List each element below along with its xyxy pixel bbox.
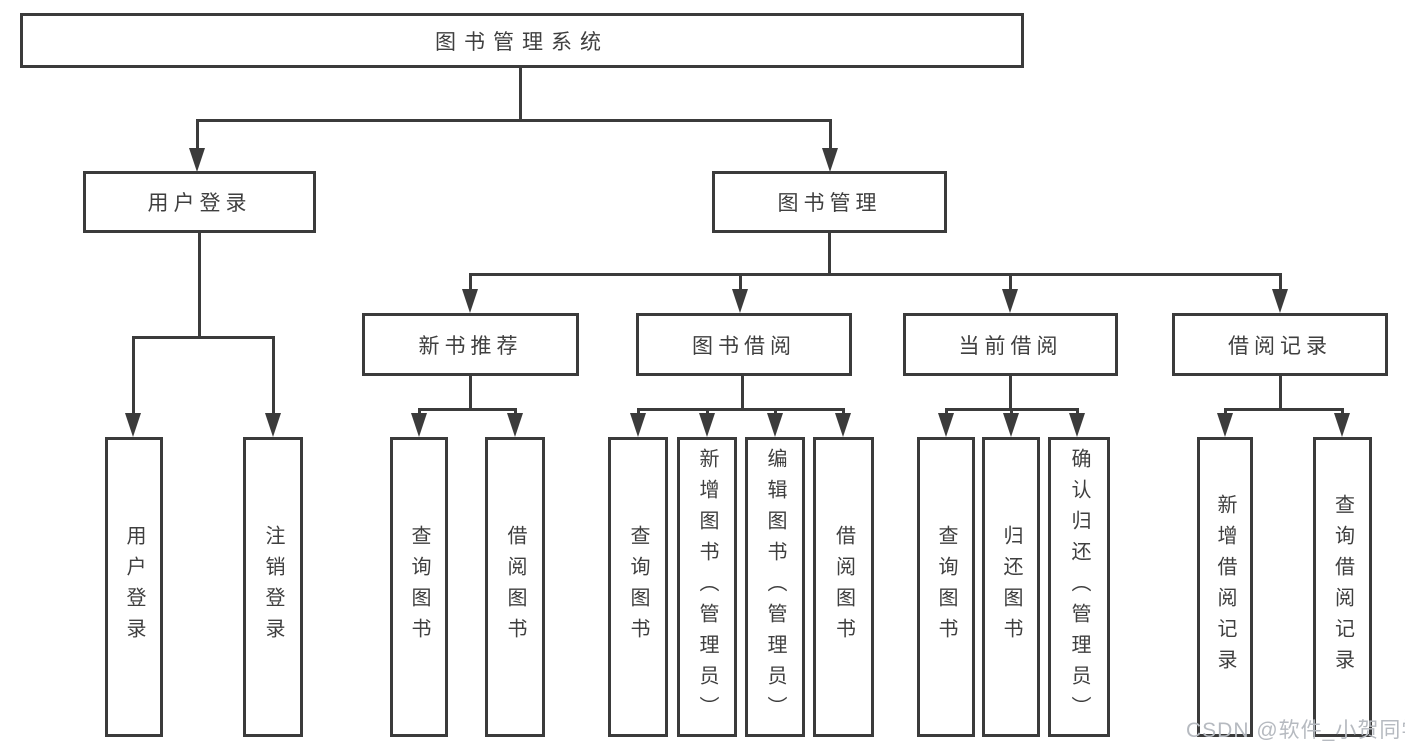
watermark: CSDN @软件_小贺同学	[1186, 719, 1405, 742]
node-leaf-query-books-2: 查询图书	[608, 437, 668, 737]
arrowhead-down-icon	[822, 148, 838, 172]
node-leaf-logout: 注销登录	[243, 437, 303, 737]
connector-borrow-vertical	[741, 376, 744, 411]
node-leaf-borrow-books-1: 借阅图书	[485, 437, 545, 737]
node-leaf-query-borrow-record: 查询借阅记录	[1313, 437, 1372, 737]
connector-stem	[272, 336, 275, 416]
node-label: 用户登录	[147, 192, 252, 215]
node-label: 图书管理	[777, 192, 882, 215]
arrowhead-down-icon	[767, 413, 783, 437]
connector-current-vertical	[1009, 376, 1012, 411]
node-book-borrow: 图书借阅	[636, 313, 852, 376]
node-leaf-query-books-3: 查询图书	[917, 437, 975, 737]
connector-stem	[469, 273, 472, 293]
node-label: 查询借阅记录	[1331, 494, 1354, 680]
arrowhead-down-icon	[265, 413, 281, 437]
connector-record-horizontal	[1224, 408, 1343, 411]
connector-bookmgmt-horizontal	[469, 273, 1282, 276]
node-label: 借阅图书	[504, 525, 526, 649]
connector-stem	[1279, 273, 1282, 293]
arrowhead-down-icon	[1069, 413, 1085, 437]
arrowhead-down-icon	[125, 413, 141, 437]
connector-userlogin-vertical	[198, 233, 201, 339]
connector-root-horizontal	[196, 119, 832, 122]
arrowhead-down-icon	[462, 289, 478, 313]
node-label: 查询图书	[935, 525, 957, 649]
node-label: 图书管理系统	[435, 30, 609, 54]
node-label: 新增图书（管理员）	[696, 447, 718, 727]
arrowhead-down-icon	[938, 413, 954, 437]
node-leaf-user-login: 用户登录	[105, 437, 163, 737]
connector-stem	[132, 336, 135, 416]
arrowhead-down-icon	[189, 148, 205, 172]
connector-newbook-vertical	[469, 376, 472, 411]
node-leaf-query-books-1: 查询图书	[390, 437, 448, 737]
arrowhead-down-icon	[411, 413, 427, 437]
connector-userlogin-horizontal	[132, 336, 275, 339]
node-current-borrow: 当前借阅	[903, 313, 1118, 376]
node-label: 图书借阅	[692, 334, 796, 358]
arrowhead-down-icon	[1002, 289, 1018, 313]
arrowhead-down-icon	[835, 413, 851, 437]
node-label: 查询图书	[408, 525, 430, 649]
node-leaf-edit-books-admin: 编辑图书（管理员）	[745, 437, 805, 737]
node-new-book-recommend: 新书推荐	[362, 313, 579, 376]
node-label: 注销登录	[262, 525, 284, 649]
node-borrow-record: 借阅记录	[1172, 313, 1388, 376]
arrowhead-down-icon	[699, 413, 715, 437]
arrowhead-down-icon	[630, 413, 646, 437]
arrowhead-down-icon	[507, 413, 523, 437]
node-leaf-confirm-return-admin: 确认归还（管理员）	[1048, 437, 1110, 737]
node-leaf-add-books-admin: 新增图书（管理员）	[677, 437, 737, 737]
arrowhead-down-icon	[1272, 289, 1288, 313]
connector-stem	[1009, 273, 1012, 293]
connector-bookmgmt-vertical	[828, 233, 831, 276]
node-label: 当前借阅	[958, 334, 1063, 358]
node-user-login: 用户登录	[83, 171, 316, 233]
node-label: 新增借阅记录	[1214, 494, 1236, 680]
node-library-management-system: 图书管理系统	[20, 13, 1024, 68]
node-label: 归还图书	[1000, 525, 1022, 649]
connector-borrow-horizontal	[637, 408, 845, 411]
node-label: 借阅图书	[832, 525, 855, 649]
node-label: 确认归还（管理员）	[1068, 447, 1090, 727]
connector-root-vertical	[519, 68, 522, 122]
node-label: 借阅记录	[1228, 334, 1332, 358]
node-leaf-return-books: 归还图书	[982, 437, 1040, 737]
connector-stem	[829, 119, 832, 151]
arrowhead-down-icon	[1003, 413, 1019, 437]
connector-record-vertical	[1279, 376, 1282, 411]
connector-stem	[196, 119, 199, 151]
arrowhead-down-icon	[1334, 413, 1350, 437]
arrowhead-down-icon	[732, 289, 748, 313]
arrowhead-down-icon	[1217, 413, 1233, 437]
node-leaf-borrow-books-2: 借阅图书	[813, 437, 874, 737]
connector-newbook-horizontal	[418, 408, 517, 411]
node-label: 用户登录	[123, 525, 145, 649]
connector-stem	[739, 273, 742, 293]
node-book-management: 图书管理	[712, 171, 947, 233]
node-label: 新书推荐	[418, 334, 523, 358]
node-leaf-add-borrow-record: 新增借阅记录	[1197, 437, 1253, 737]
node-label: 查询图书	[627, 525, 649, 649]
node-label: 编辑图书（管理员）	[764, 447, 786, 727]
